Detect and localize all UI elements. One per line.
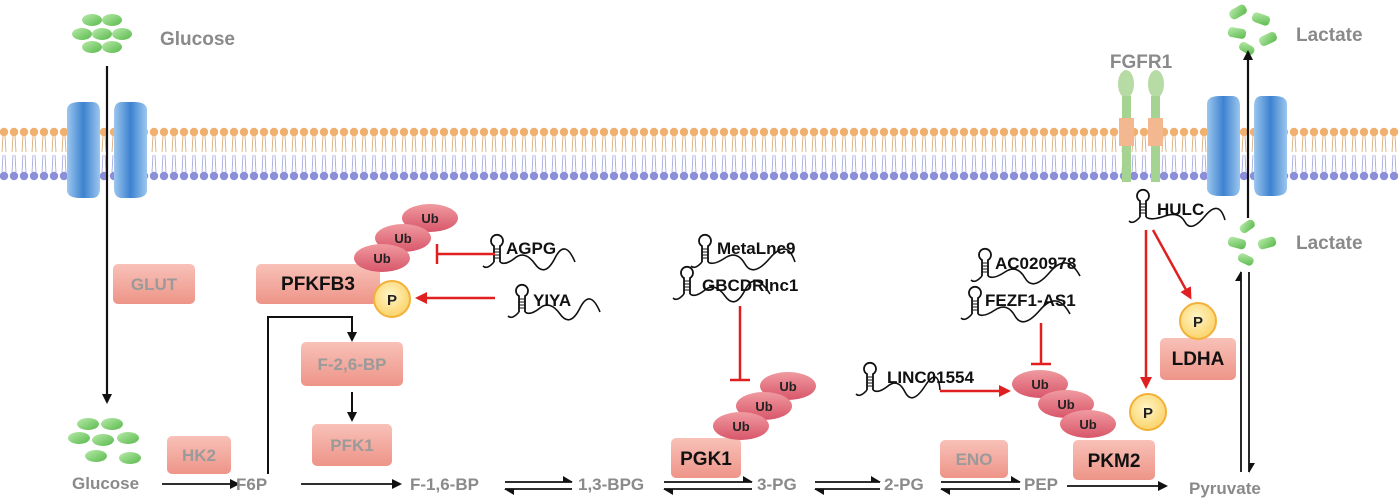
svg-text:HK2: HK2 <box>182 446 216 465</box>
reversible-bpg-3pg <box>663 476 753 495</box>
lncrna-linc01554: LINC01554 <box>887 368 974 387</box>
lncrna-ac020978: AC020978 <box>995 254 1076 273</box>
enzyme-hk2: HK2 <box>167 436 231 474</box>
lactate-cluster-top <box>1227 4 1277 55</box>
enzyme-glut: GLUT <box>113 264 195 304</box>
enzyme-pgk1: PGK1 <box>671 438 741 478</box>
enzyme-ldha: LDHA <box>1160 338 1236 380</box>
svg-text:Ub: Ub <box>394 231 411 246</box>
svg-text:P: P <box>387 292 397 309</box>
metabolite-pep: PEP <box>1024 475 1058 494</box>
inhibit-fezf1-ub <box>1031 323 1051 366</box>
activate-hulc-ldha <box>1151 229 1192 300</box>
glucose-bottom-label: Glucose <box>72 474 139 493</box>
metabolite-f16bp: F-1,6-BP <box>410 475 479 494</box>
lncrna-hairpin-icon <box>490 233 504 262</box>
svg-text:Ub: Ub <box>779 379 796 394</box>
metabolite-f6p: F6P <box>236 475 267 494</box>
glucose-cluster-bottom <box>68 418 141 464</box>
reversible-3pg-2pg <box>814 476 881 495</box>
enzyme-pkm2: PKM2 <box>1073 440 1155 480</box>
enzyme-eno: ENO <box>940 440 1008 478</box>
cell-membrane <box>0 127 1399 181</box>
reversible-f16bp-bpg <box>504 476 573 495</box>
lncrna-metalnc9: MetaLnc9 <box>717 239 795 258</box>
phosphate-ldha: P <box>1179 302 1217 340</box>
reversible-2pg-pep <box>940 476 1021 495</box>
svg-text:P: P <box>1143 405 1153 422</box>
svg-text:P: P <box>1193 314 1203 331</box>
svg-text:Ub: Ub <box>1079 417 1096 432</box>
enzyme-pfkfb3: PFKFB3 <box>256 264 380 304</box>
lncrna-hairpin-icon <box>515 283 529 312</box>
inhibit-gbcdrlnc1-ub <box>730 306 750 382</box>
metabolite-2pg: 2-PG <box>884 475 924 494</box>
glut-channel <box>67 102 147 198</box>
svg-text:Ub: Ub <box>1031 377 1048 392</box>
svg-text:Ub: Ub <box>373 251 390 266</box>
phosphate-pkm2: P <box>1129 393 1167 431</box>
lncrna-agpg: AGPG <box>506 239 556 258</box>
metabolite-13bpg: 1,3-BPG <box>578 475 644 494</box>
lactate-top-label: Lactate <box>1296 25 1363 46</box>
svg-text:PGK1: PGK1 <box>680 449 732 470</box>
svg-text:Ub: Ub <box>421 211 438 226</box>
lncrna-hairpin-icon <box>863 361 877 390</box>
svg-text:Ub: Ub <box>1057 397 1074 412</box>
lncrna-gbcdrlnc1: GBCDRlnc1 <box>702 276 798 295</box>
svg-text:GLUT: GLUT <box>131 275 178 294</box>
ub-chain-pkm2: Ub Ub Ub <box>1012 370 1116 438</box>
fgfr1-receptor <box>1118 70 1164 182</box>
metabolite-pyruvate: Pyruvate <box>1189 479 1261 498</box>
enzyme-f26bp: F-2,6-BP <box>301 342 403 386</box>
ub-chain-pfkfb3: Ub Ub Ub <box>354 204 458 272</box>
lncrna-hairpin-icon <box>698 233 712 262</box>
glucose-top-label: Glucose <box>160 29 235 50</box>
lactate-cluster-inner <box>1227 219 1277 266</box>
lncrna-hairpin-icon <box>978 247 992 276</box>
enzyme-pfk1: PFK1 <box>312 424 392 466</box>
lncrna-hairpin-icon <box>1136 188 1150 217</box>
lncrna-hairpin-icon <box>680 265 694 294</box>
reversible-pyruvate-lactate <box>1235 271 1255 473</box>
svg-text:ENO: ENO <box>956 450 993 469</box>
svg-text:PFK1: PFK1 <box>330 436 373 455</box>
metabolite-3pg: 3-PG <box>757 475 797 494</box>
fgfr1-label: FGFR1 <box>1110 52 1173 73</box>
lactate-inner-label: Lactate <box>1296 233 1363 254</box>
arrow-f6p-f26bp <box>267 316 357 474</box>
svg-text:Ub: Ub <box>732 419 749 434</box>
glucose-cluster-top <box>72 14 132 53</box>
inhibit-agpg-ub <box>435 244 495 264</box>
lncrna-fezf1-as1: FEZF1-AS1 <box>985 291 1076 310</box>
ub-chain-pgk1: Ub Ub Ub <box>713 372 816 440</box>
svg-text:PKM2: PKM2 <box>1088 451 1141 472</box>
svg-text:LDHA: LDHA <box>1172 349 1225 370</box>
svg-text:F-2,6-BP: F-2,6-BP <box>318 355 387 374</box>
lncrna-hairpin-icon <box>968 285 982 314</box>
lncrna-glyphs <box>482 188 1226 399</box>
svg-text:Ub: Ub <box>755 399 772 414</box>
lactate-channel <box>1207 96 1287 196</box>
svg-text:PFKFB3: PFKFB3 <box>281 274 355 295</box>
lncrna-yiya: YIYA <box>533 291 571 310</box>
phosphate-pfkfb3: P <box>373 280 411 318</box>
lncrna-hulc: HULC <box>1157 200 1204 219</box>
